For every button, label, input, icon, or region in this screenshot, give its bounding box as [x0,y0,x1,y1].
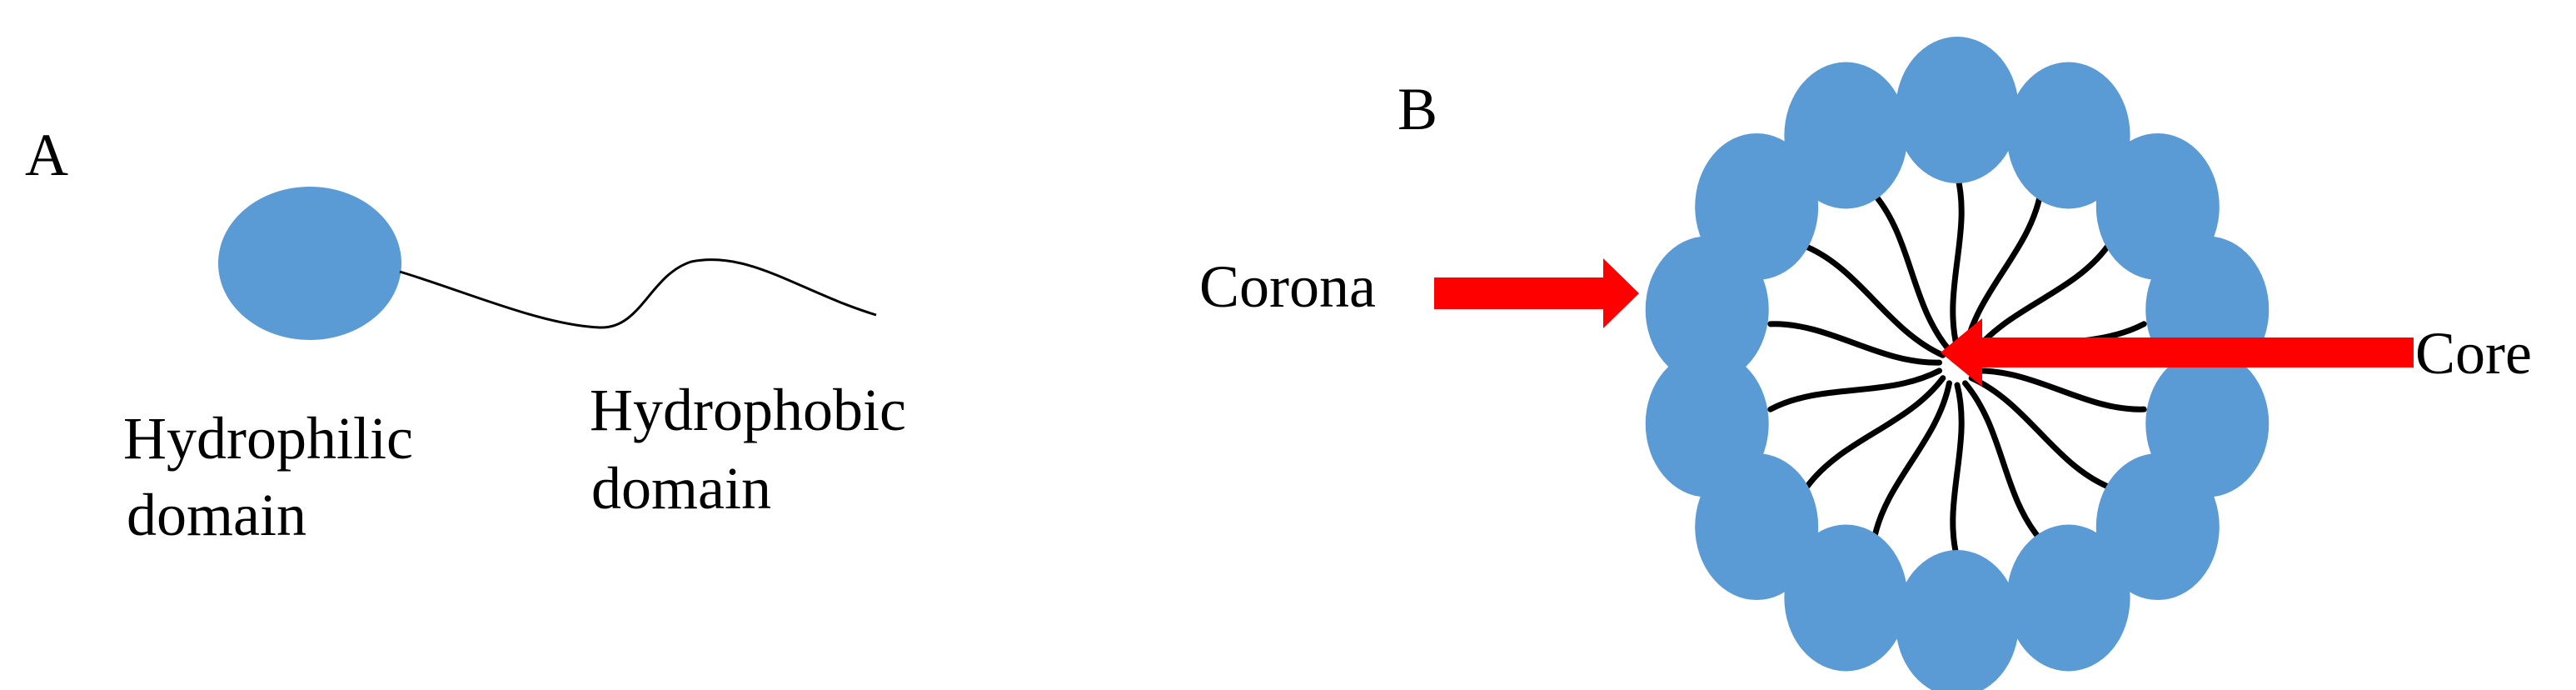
micelle-tail [1767,321,1943,366]
hydrophilic-head [218,187,401,340]
panel-b: B Corona Core [1199,37,2532,690]
micelle-tail [1804,375,1946,489]
corona-label: Corona [1199,253,1376,320]
micelle-tails [1767,172,2147,562]
micelle-head [2006,62,2130,209]
micelle-tail [1950,382,1965,562]
core-label: Core [2415,320,2532,387]
micelle-head [2095,453,2220,601]
hydrophilic-label-line1: Hydrophilic [123,405,413,472]
micelle-tail [1971,368,2147,412]
micelle-tail [1962,380,2044,542]
micelle-head [1896,550,2019,690]
micelle-tail [1767,368,1943,412]
hydrophobic-tail [399,258,877,329]
micelle-tail [1968,375,2110,489]
micelle-head [1896,37,2019,183]
hydrophilic-label-line2: domain [127,482,306,548]
panel-a: A Hydrophilic domain Hydrophobic domain [25,122,906,548]
core-arrow [1941,318,2414,387]
panel-b-label: B [1398,76,1437,142]
panel-a-label: A [25,122,68,188]
micelle-tail [1950,172,1965,352]
micelle-head [1645,350,1769,498]
hydrophobic-label-line1: Hydrophobic [590,377,906,443]
micelle-head [1784,524,1908,672]
micelle-tail [1871,191,1952,353]
hydrophobic-label-line2: domain [591,455,771,522]
micelle-head [1695,132,1819,280]
corona-arrow [1434,258,1639,328]
micelle-tail [1804,244,1946,358]
micelle-tail [1871,380,1952,542]
micelle-head [2006,524,2130,672]
micelle-head [1784,62,1908,209]
micelle-heads [1645,37,2270,690]
